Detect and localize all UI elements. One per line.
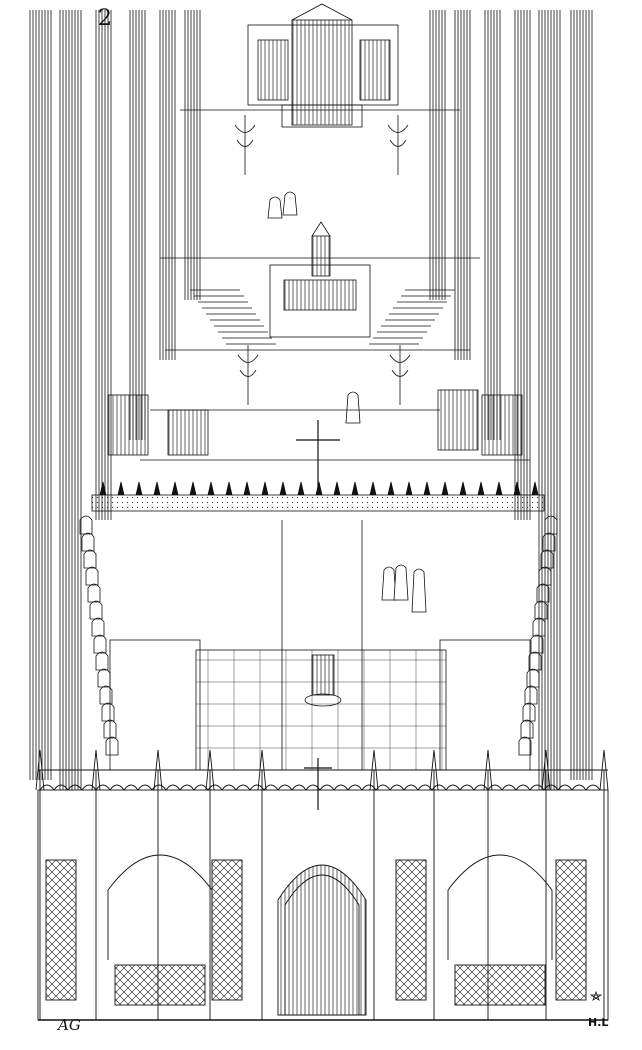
sanctuary-stairs xyxy=(160,221,480,351)
tombs xyxy=(107,389,530,461)
figures-upper xyxy=(267,191,361,424)
left-columns xyxy=(29,10,201,790)
figures-lower xyxy=(381,564,427,613)
right-columns xyxy=(429,10,593,790)
monogram-right: H.L xyxy=(588,1016,609,1029)
choir-stalls xyxy=(79,515,558,771)
rood-beam xyxy=(91,481,545,512)
star-icon xyxy=(589,990,603,1001)
choir-screen xyxy=(35,749,609,1021)
central-gate xyxy=(277,864,367,1016)
page-number: 2 xyxy=(98,6,112,31)
candelabrum-icon xyxy=(234,115,411,405)
high-altar-distant xyxy=(180,3,460,128)
monogram-left: AG xyxy=(58,1016,81,1034)
